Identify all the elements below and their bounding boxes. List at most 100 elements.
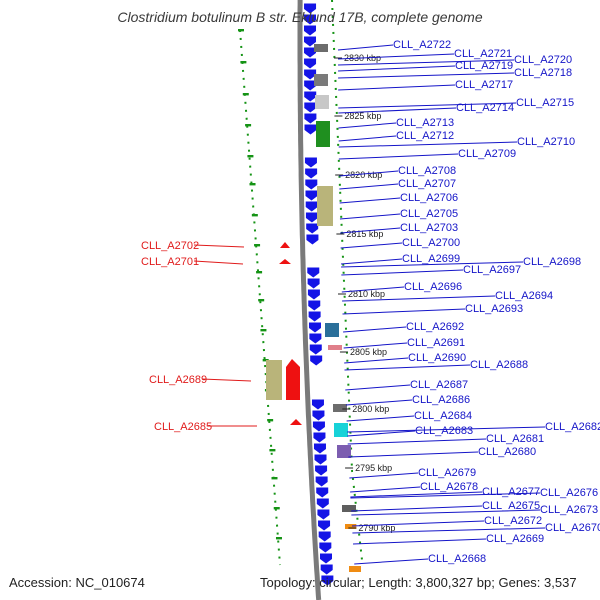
right-gene-leader [338,72,515,79]
tick-dash [267,419,274,422]
feature-block-gray [314,44,328,52]
right-gene-label: CLL_A2722 [393,39,451,51]
ruler-label: 2825 kbp [344,111,381,121]
genome-title: Clostridium botulinum B str. Eklund 17B,… [117,9,483,25]
accession-label: Accession: NC_010674 [9,575,145,590]
forward-gene-arrow [304,25,317,36]
forward-gene-arrow [318,531,331,542]
forward-gene-arrow [309,344,322,355]
right-gene-leader [351,505,483,512]
feature-block-orange [349,566,361,572]
forward-gene-arrow [312,410,325,421]
right-gene-leader [338,53,455,60]
ruler-label-bg [356,522,405,533]
forward-gene-arrow [315,465,328,476]
ruler-label: 2795 kbp [355,463,392,473]
tick-dash [258,299,265,302]
reverse-gene-block [286,359,300,400]
feature-block-cyan [334,423,348,437]
right-gene-leader [341,261,524,268]
forward-gene-arrow [305,201,318,212]
right-gene-label: CLL_A2710 [517,136,575,148]
tick-dash [260,329,267,332]
feature-block-lightgray [315,95,329,109]
feature-block-purple [337,445,351,458]
right-gene-label: CLL_A2706 [400,192,458,204]
forward-gene-arrow [317,509,330,520]
right-gene-label: CLL_A2697 [463,264,521,276]
right-gene-label: CLL_A2718 [514,67,572,79]
ruler-label-bg [344,228,393,239]
forward-gene-arrow [315,476,328,487]
tick-dash [245,124,252,127]
left-gene-label: CLL_A2685 [154,421,212,433]
reverse-gene-arrow [280,242,290,248]
tick-dash [275,537,282,540]
right-gene-leader [338,84,456,91]
feature-block-green [316,121,330,147]
right-gene-leader [337,44,394,51]
forward-gene-arrow [316,487,329,498]
forward-gene-arrow [304,14,317,25]
right-gene-label: CLL_A2688 [470,359,528,371]
forward-gene-arrow [312,421,325,432]
forward-gene-arrow [305,212,318,223]
forward-gene-arrow [318,520,331,531]
right-gene-leader [338,107,457,114]
tick-dash [240,61,247,64]
ruler-label-bg [343,169,392,180]
forward-gene-arrow [319,542,332,553]
right-gene-label: CLL_A2699 [402,253,460,265]
right-gene-leader [340,258,403,265]
right-gene-label: CLL_A2692 [406,321,464,333]
forward-gene-arrow [307,289,320,300]
forward-gene-arrow [310,355,323,366]
right-gene-label: CLL_A2698 [523,256,581,268]
forward-gene-arrow [304,102,317,113]
right-gene-label: CLL_A2705 [400,208,458,220]
left-gene-label: CLL_A2689 [149,374,207,386]
left-gene-leader [193,260,244,265]
ruler-label: 2810 kbp [348,289,385,299]
forward-gene-arrow [313,432,326,443]
feature-block-orange [345,524,357,529]
right-gene-label: CLL_A2682 [545,421,600,433]
right-gene-label: CLL_A2693 [465,303,523,315]
tick-dash [238,29,244,32]
forward-gene-arrow [304,47,317,58]
right-gene-leader [339,183,399,190]
right-gene-label: CLL_A2680 [478,446,536,458]
right-gene-label: CLL_A2717 [455,79,513,91]
right-gene-leader [351,520,485,527]
left-gene-leader [201,378,252,382]
forward-gene-arrow [306,223,319,234]
right-gene-leader [338,141,518,148]
genome-backbone [297,0,322,600]
tick-dash [242,93,249,96]
right-tick-column [331,0,353,471]
right-gene-label: CLL_A2700 [402,237,460,249]
forward-gene-arrow [321,575,334,586]
tick-dash [256,271,263,274]
right-gene-leader [344,364,471,371]
right-gene-leader [340,227,401,234]
right-gene-label: CLL_A2707 [398,178,456,190]
right-gene-label: CLL_A2681 [486,433,544,445]
forward-gene-arrow [308,300,321,311]
ruler-label: 2800 kbp [352,404,389,414]
tick-dash [251,214,258,217]
forward-gene-arrow [305,168,318,179]
right-gene-label: CLL_A2713 [396,117,454,129]
forward-gene-arrow [304,58,317,69]
right-gene-label: CLL_A2694 [495,290,553,302]
right-gene-leader [338,153,459,160]
right-gene-leader [341,286,405,293]
right-gene-label: CLL_A2696 [404,281,462,293]
right-gene-leader [345,399,413,406]
right-gene-label: CLL_A2708 [398,165,456,177]
right-gene-label: CLL_A2687 [410,379,468,391]
tick-dash [247,155,254,158]
right-gene-leader [338,135,397,142]
right-gene-leader [340,242,403,249]
right-gene-leader [347,426,546,433]
